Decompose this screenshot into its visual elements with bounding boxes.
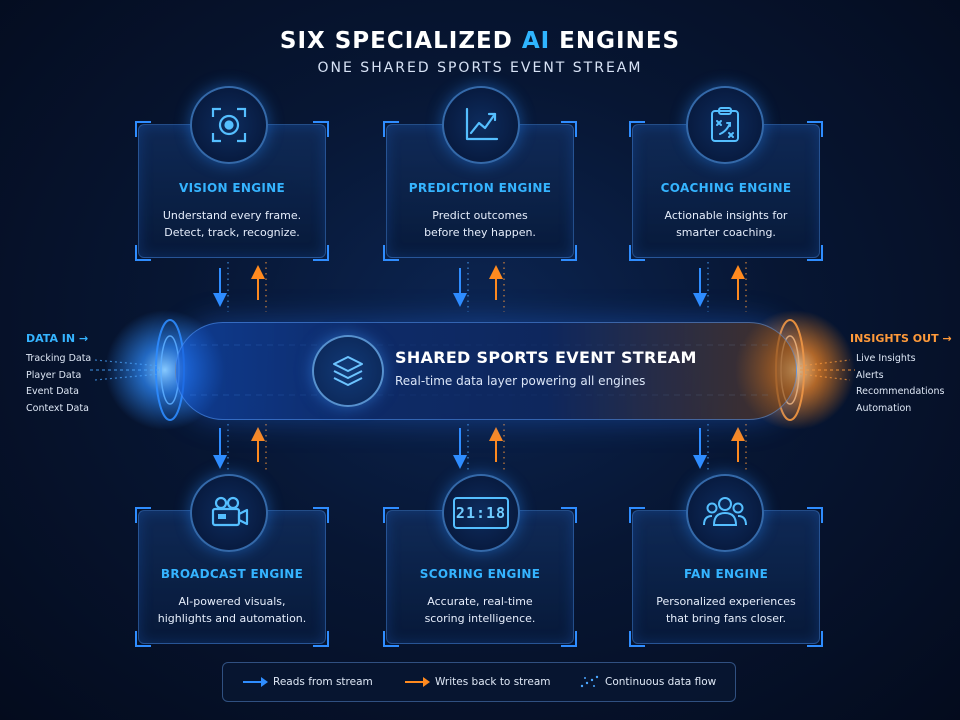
- card-title: PREDICTION ENGINE: [408, 181, 552, 195]
- data-in-item: Event Data: [26, 386, 79, 397]
- card-title: COACHING ENGINE: [660, 181, 792, 195]
- prediction-badge: [442, 86, 520, 164]
- clipboard-play-icon: [711, 107, 739, 142]
- insights-out-item: Recommendations: [856, 386, 945, 397]
- broadcast-engine-card: BROADCAST ENGINE AI-powered visuals,high…: [135, 507, 329, 647]
- insights-out-item: Automation: [856, 403, 912, 414]
- trend-chart-icon: [465, 107, 499, 141]
- camera-focus-icon: [211, 107, 247, 143]
- bottom-arrows: [213, 427, 745, 469]
- fan-badge: [686, 474, 764, 552]
- stream-title: SHARED SPORTS EVENT STREAM: [395, 348, 697, 367]
- page-subtitle: ONE SHARED SPORTS EVENT STREAM: [317, 60, 643, 76]
- data-in-item: Player Data: [26, 370, 82, 381]
- layers-icon: [333, 356, 363, 386]
- video-camera-icon: [211, 496, 249, 527]
- legend-writes: Writes back to stream: [435, 676, 551, 688]
- card-title: BROADCAST ENGINE: [160, 567, 304, 581]
- legend-flow: Continuous data flow: [605, 676, 717, 688]
- stream-badge: [312, 335, 384, 407]
- data-in-item: Context Data: [26, 403, 89, 414]
- broadcast-badge: [190, 474, 268, 552]
- read-arrow-icon: [243, 677, 268, 687]
- legend-reads: Reads from stream: [273, 676, 373, 688]
- write-arrow-icon: [405, 677, 430, 687]
- fans-group-icon: [703, 497, 747, 526]
- arrow-right-icon: →: [78, 332, 89, 345]
- insights-out-item: Alerts: [856, 370, 884, 381]
- stream-subtitle: Real-time data layer powering all engine…: [395, 374, 646, 388]
- data-in-item: Tracking Data: [26, 353, 92, 364]
- shared-stream-tube: [175, 322, 797, 420]
- card-description: AI-powered visuals,highlights and automa…: [157, 595, 307, 625]
- card-title: VISION ENGINE: [179, 181, 285, 195]
- card-title: FAN ENGINE: [683, 567, 769, 581]
- legend: Reads from stream Writes back to stream …: [222, 662, 736, 702]
- card-title: SCORING ENGINE: [419, 567, 541, 581]
- scoreboard-icon: 21:18: [453, 497, 509, 529]
- data-in-heading: DATA IN →: [26, 332, 89, 345]
- arrow-right-icon: →: [942, 332, 952, 345]
- page-title: SIX SPECIALIZED AI ENGINES: [279, 28, 681, 54]
- card-description: Understand every frame.Detect, track, re…: [162, 209, 302, 239]
- coaching-badge: [686, 86, 764, 164]
- vision-badge: [190, 86, 268, 164]
- insights-out-heading: INSIGHTS OUT →: [850, 332, 952, 345]
- insights-out-item: Live Insights: [856, 353, 916, 364]
- scoring-badge: 21:18: [442, 474, 520, 552]
- flow-dots-icon: [580, 675, 599, 688]
- top-arrows: [213, 265, 745, 307]
